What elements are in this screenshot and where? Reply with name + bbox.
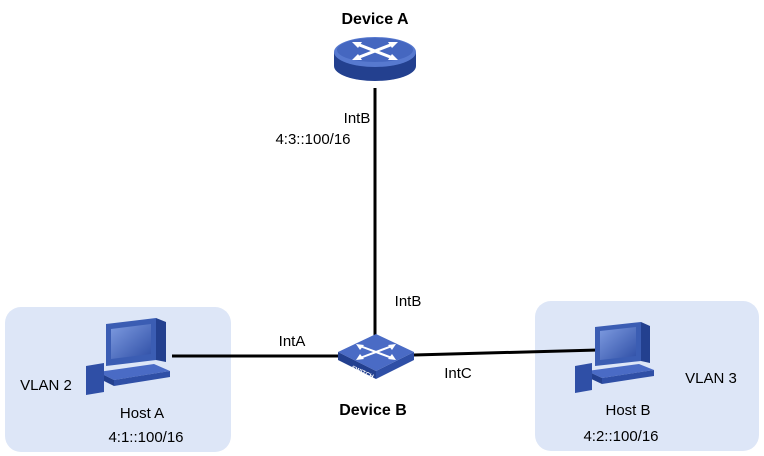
computer-icon (86, 318, 170, 395)
device-a-label: Device A (342, 11, 409, 28)
host-a-address: 4:1::100/16 (108, 429, 183, 446)
device-b-inta-label: IntA (279, 333, 306, 350)
router-icon (334, 37, 416, 81)
device-b-intc-label: IntC (444, 365, 472, 382)
vlan3-label: VLAN 3 (685, 370, 737, 387)
device-a-intb-address: 4:3::100/16 (275, 131, 350, 148)
computer-icon (575, 322, 654, 393)
host-a-label: Host A (120, 405, 164, 422)
device-a-intb-label: IntB (344, 110, 371, 127)
host-b-address: 4:2::100/16 (583, 428, 658, 445)
host-b-label: Host B (605, 402, 650, 419)
device-b-label: Device B (339, 402, 407, 419)
device-b-intb-label: IntB (395, 293, 422, 310)
switch-icon: SWITCH (338, 334, 414, 380)
vlan2-label: VLAN 2 (20, 377, 72, 394)
link-device-b-host-b (413, 348, 599, 357)
